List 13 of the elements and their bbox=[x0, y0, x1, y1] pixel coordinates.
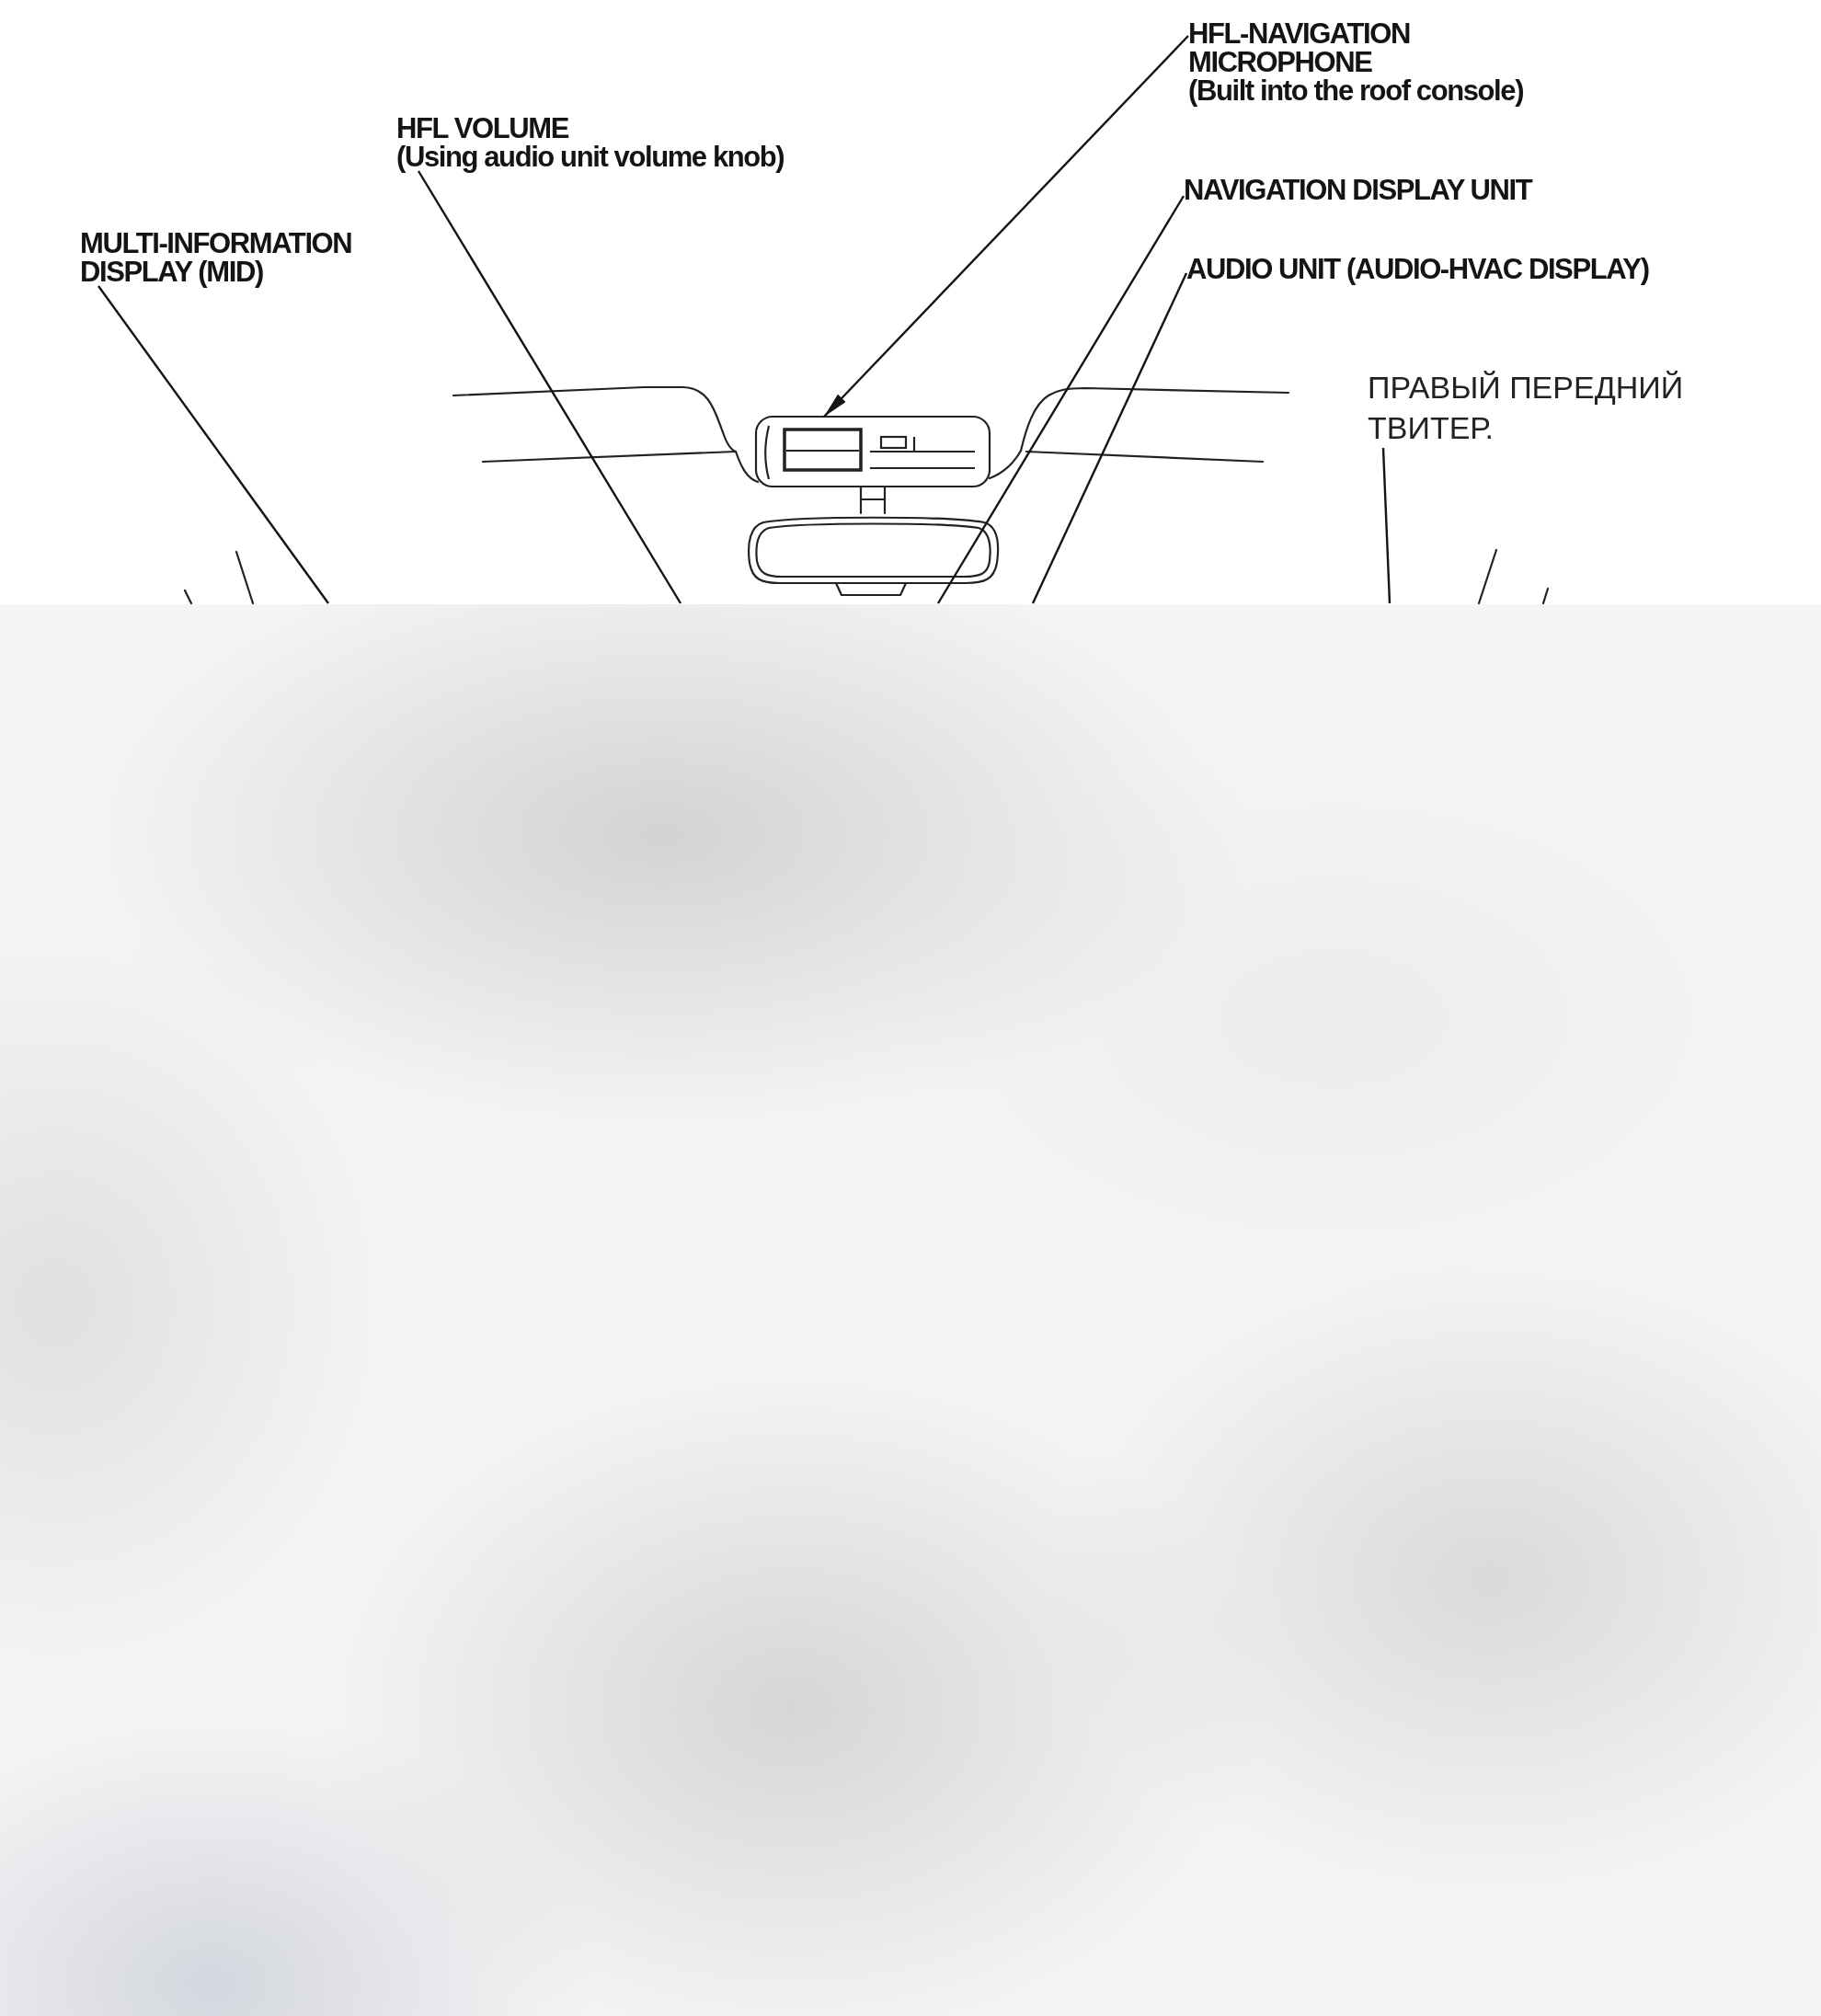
callout-label: ПРАВЫЙ ПЕРЕДНИЙ ТВИТЕР. bbox=[1368, 367, 1685, 448]
leader-arrow bbox=[823, 35, 1189, 418]
callout-label: HFL VOLUME (Using audio unit volume knob) bbox=[396, 114, 785, 171]
roof-console bbox=[754, 415, 991, 488]
leader-line bbox=[417, 170, 682, 604]
leader-line bbox=[1031, 272, 1188, 604]
callout-label: MULTI-INFORMATION DISPLAY (MID) bbox=[80, 229, 353, 286]
leader-line bbox=[97, 285, 329, 604]
callout-label: AUDIO UNIT (AUDIO-HVAC DISPLAY) bbox=[1186, 255, 1649, 283]
callout-label: HFL-NAVIGATION MICROPHONE (Built into the roof console) bbox=[1188, 19, 1525, 105]
leader-line bbox=[1381, 447, 1392, 604]
callout-label: NAVIGATION DISPLAY UNIT bbox=[1184, 176, 1532, 204]
leader-line bbox=[936, 195, 1185, 604]
